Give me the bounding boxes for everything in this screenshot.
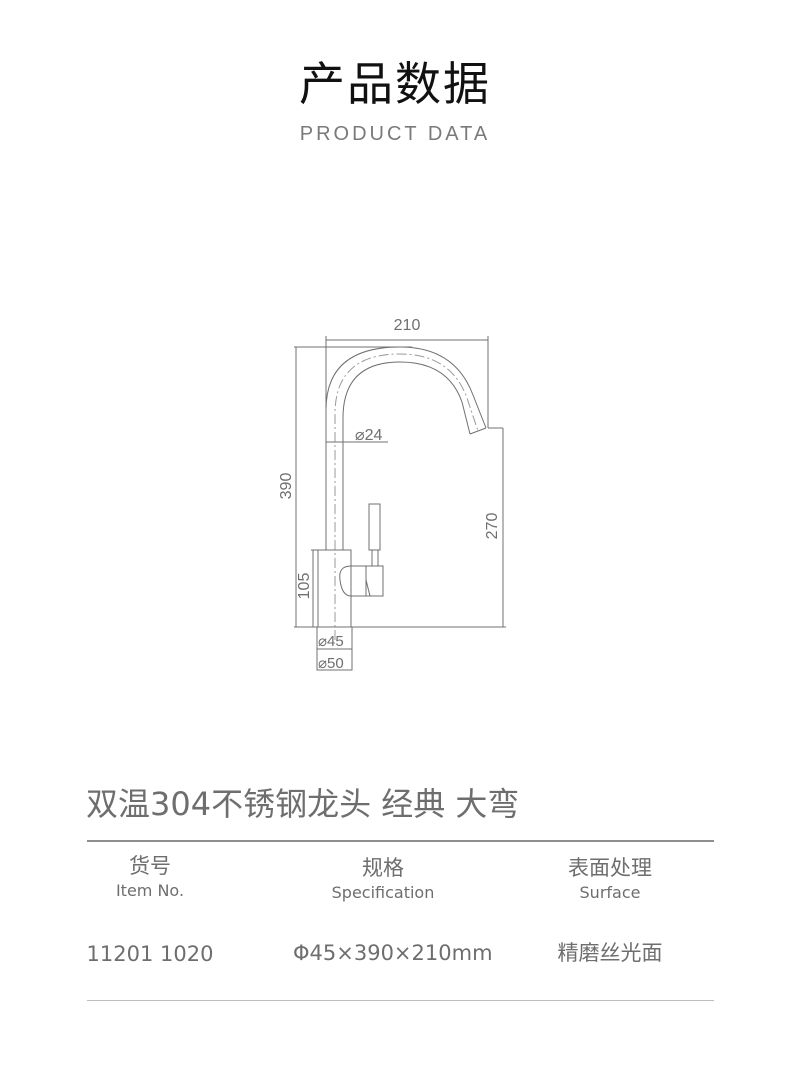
spec-column-item-no: 货号 Item No. 11201 1020 [70,852,230,969]
spec-column-surface: 表面处理 Surface 精磨丝光面 [535,854,685,968]
page-subtitle: PRODUCT DATA [299,123,491,145]
spout-outer-edge [325,346,487,550]
surface-label-en: Surface [579,883,641,902]
base-height-label: 105 [296,573,313,600]
faucet-technical-drawing: 210 ⌀24 390 270 105 ⌀45 ⌀50 [278,317,506,672]
product-name: 双温304不锈钢龙头 经典 大弯 [86,785,520,823]
surface-value: 精磨丝光面 [557,941,663,965]
base-inner-diameter-label: ⌀45 [318,633,344,650]
handle-lever-rod [368,503,381,551]
surface-label-zh: 表面处理 [568,856,652,880]
item-no-label-zh: 货号 [129,854,171,878]
spout-inner-edge [342,361,471,550]
width-dimension-label: 210 [394,317,421,334]
item-no-label-en: Item No. [115,881,185,900]
total-height-label: 390 [278,473,295,500]
divider-top [87,840,714,842]
spout-diameter-label: ⌀24 [355,427,383,444]
base-outer-diameter-box [316,648,353,671]
spout-height-label: 270 [484,513,501,540]
page-title: 产品数据 [299,57,491,111]
item-no-value: 11201 1020 [86,942,214,966]
specification-label-en: Specification [331,883,435,902]
base-outer-diameter-label: ⌀50 [318,655,344,672]
divider-bottom [87,1000,714,1001]
spec-column-specification: 规格 Specification Φ45×390×210mm [293,854,493,968]
specification-label-zh: 规格 [362,856,404,880]
specification-value: Φ45×390×210mm [293,941,493,965]
